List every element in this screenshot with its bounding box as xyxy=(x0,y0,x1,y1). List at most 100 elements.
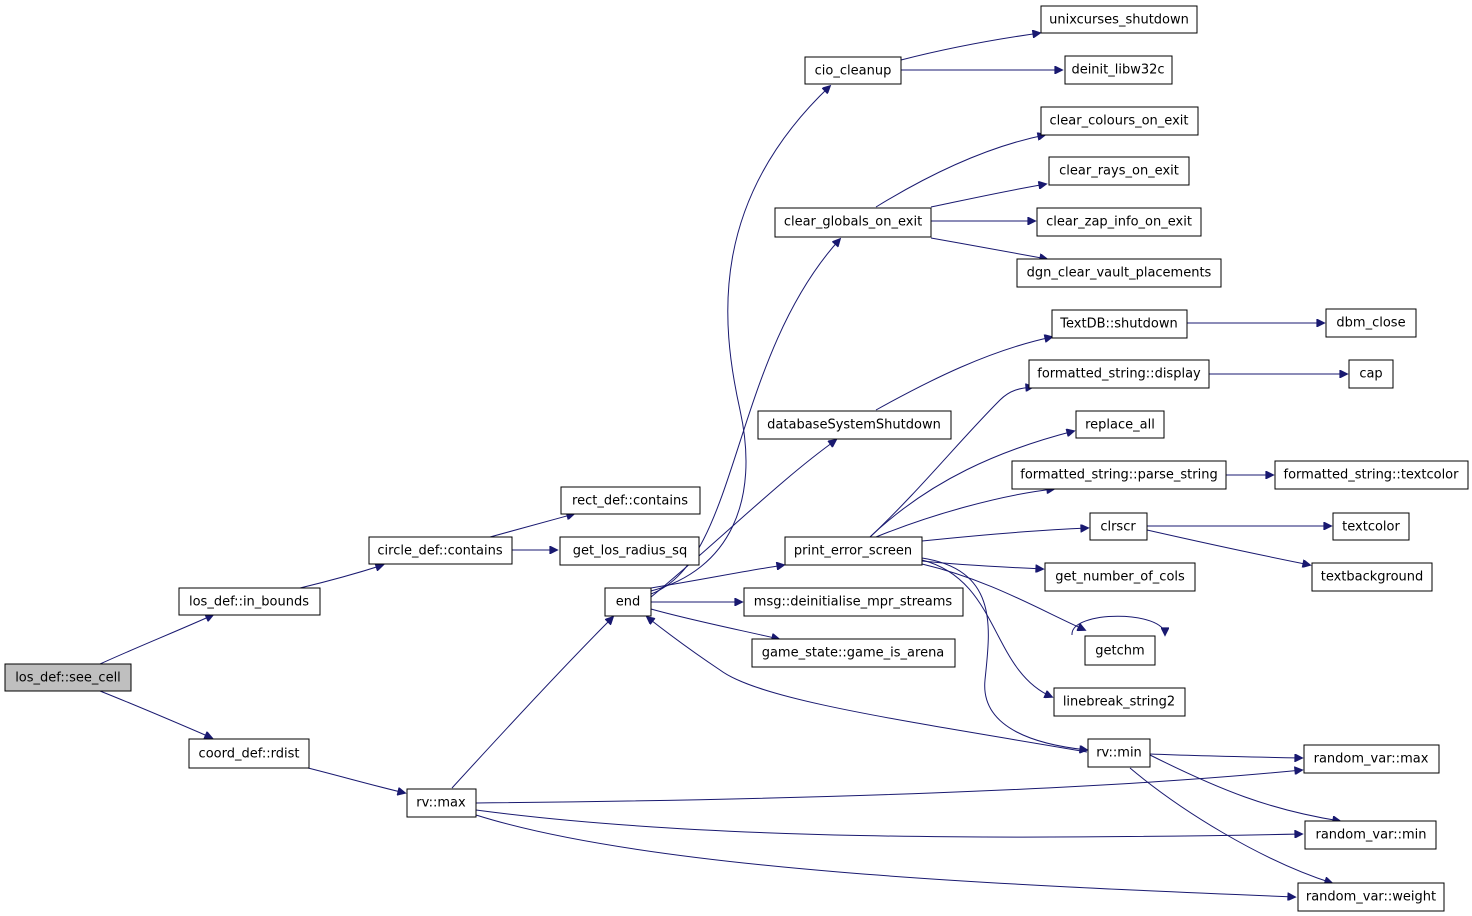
edge-cio-cleanup-to-unixcurses-shutdown xyxy=(900,33,1040,61)
svg-text:rv::max: rv::max xyxy=(416,796,466,811)
node-dbm-close[interactable]: dbm_close xyxy=(1325,308,1417,338)
svg-text:textcolor: textcolor xyxy=(1342,520,1400,535)
node-los-def-in-bounds[interactable]: los_def::in_bounds xyxy=(178,587,321,616)
node-random-var-max[interactable]: random_var::max xyxy=(1303,744,1440,774)
node-rv-max[interactable]: rv::max xyxy=(406,788,477,818)
svg-text:unixcurses_shutdown: unixcurses_shutdown xyxy=(1049,13,1189,28)
node-rect-def-contains[interactable]: rect_def::contains xyxy=(560,486,701,515)
svg-text:TextDB::shutdown: TextDB::shutdown xyxy=(1059,317,1177,332)
node-clear-zap-info-on-exit[interactable]: clear_zap_info_on_exit xyxy=(1036,207,1202,237)
edge-print-error-to-fs-display xyxy=(869,387,1033,538)
svg-text:rv::min: rv::min xyxy=(1096,746,1142,761)
node-clear-globals-on-exit[interactable]: clear_globals_on_exit xyxy=(774,207,932,238)
svg-text:clear_zap_info_on_exit: clear_zap_info_on_exit xyxy=(1046,215,1192,230)
svg-text:msg::deinitialise_mpr_streams: msg::deinitialise_mpr_streams xyxy=(754,595,953,610)
node-end[interactable]: end xyxy=(604,587,652,617)
edge-circle-contains-to-rect-contains xyxy=(489,514,574,538)
edge-in-bounds-to-circle-contains xyxy=(299,565,383,589)
edge-clear-globals-to-clear-colours xyxy=(875,135,1045,208)
node-random-var-weight[interactable]: random_var::weight xyxy=(1297,882,1445,912)
edge-rv-min-to-end xyxy=(647,617,1088,753)
node-coord-def-rdist[interactable]: coord_def::rdist xyxy=(188,738,310,769)
node-clear-rays-on-exit[interactable]: clear_rays_on_exit xyxy=(1048,156,1190,186)
svg-text:coord_def::rdist: coord_def::rdist xyxy=(199,747,300,762)
edge-print-error-to-rv-min xyxy=(921,557,1087,750)
svg-text:get_number_of_cols: get_number_of_cols xyxy=(1055,570,1185,585)
node-game-state-game-is-arena[interactable]: game_state::game_is_arena xyxy=(751,638,956,668)
edge-clear-globals-to-dgn-clear-vault xyxy=(930,237,1047,259)
edge-rv-max-to-random-var-max xyxy=(475,770,1302,804)
node-print-error-screen[interactable]: print_error_screen xyxy=(784,536,923,566)
node-cap[interactable]: cap xyxy=(1348,359,1394,389)
svg-text:rect_def::contains: rect_def::contains xyxy=(572,494,688,509)
node-formatted-string-parse-string[interactable]: formatted_string::parse_string xyxy=(1011,460,1227,490)
node-msg-deinitialise-mpr-streams[interactable]: msg::deinitialise_mpr_streams xyxy=(743,587,964,617)
node-linebreak-string2[interactable]: linebreak_string2 xyxy=(1053,687,1186,717)
edge-rv-min-to-random-var-weight xyxy=(1129,767,1332,883)
svg-text:los_def::in_bounds: los_def::in_bounds xyxy=(189,595,309,610)
edge-database-shutdown-to-textdb-shutdown xyxy=(875,337,1052,411)
svg-text:random_var::weight: random_var::weight xyxy=(1306,890,1436,905)
svg-text:random_var::max: random_var::max xyxy=(1314,752,1429,767)
node-textdb-shutdown[interactable]: TextDB::shutdown xyxy=(1051,309,1188,339)
svg-text:circle_def::contains: circle_def::contains xyxy=(377,544,502,559)
svg-text:dgn_clear_vault_placements: dgn_clear_vault_placements xyxy=(1027,266,1212,281)
svg-text:formatted_string::display: formatted_string::display xyxy=(1037,367,1201,382)
svg-text:cio_cleanup: cio_cleanup xyxy=(815,64,892,79)
svg-text:clear_globals_on_exit: clear_globals_on_exit xyxy=(784,215,922,230)
node-clrscr[interactable]: clrscr xyxy=(1089,512,1148,541)
svg-text:game_state::game_is_arena: game_state::game_is_arena xyxy=(762,646,945,661)
node-database-system-shutdown[interactable]: databaseSystemShutdown xyxy=(757,410,952,440)
edge-end-to-game-is-arena xyxy=(650,608,779,639)
edge-clear-globals-to-clear-rays xyxy=(930,184,1046,208)
edge-print-error-to-get-number-of-cols xyxy=(921,560,1043,569)
node-textcolor[interactable]: textcolor xyxy=(1332,512,1410,541)
node-dgn-clear-vault-placements[interactable]: dgn_clear_vault_placements xyxy=(1016,258,1222,288)
node-circle-def-contains[interactable]: circle_def::contains xyxy=(368,536,513,565)
svg-text:random_var::min: random_var::min xyxy=(1316,828,1427,843)
svg-text:textbackground: textbackground xyxy=(1321,570,1424,585)
node-cio-cleanup[interactable]: cio_cleanup xyxy=(804,56,902,85)
node-clear-colours-on-exit[interactable]: clear_colours_on_exit xyxy=(1040,106,1199,136)
node-deinit-libw32c[interactable]: deinit_libw32c xyxy=(1064,55,1173,85)
edge-print-error-to-fs-parse-string xyxy=(875,489,1054,538)
svg-text:clrscr: clrscr xyxy=(1100,520,1136,535)
node-textbackground[interactable]: textbackground xyxy=(1311,562,1433,592)
edge-print-error-to-clrscr xyxy=(921,528,1088,542)
edge-clrscr-to-textbackground xyxy=(1146,529,1310,565)
nodes: los_def::see_cell los_def::in_bounds coo… xyxy=(4,5,1469,912)
node-getchm[interactable]: getchm xyxy=(1084,635,1156,666)
svg-text:linebreak_string2: linebreak_string2 xyxy=(1063,695,1175,710)
svg-text:databaseSystemShutdown: databaseSystemShutdown xyxy=(767,418,941,433)
edge-rdist-to-rv-max xyxy=(307,767,405,793)
edge-rv-max-to-random-var-min xyxy=(475,809,1302,837)
svg-text:clear_rays_on_exit: clear_rays_on_exit xyxy=(1059,164,1179,179)
edge-print-error-to-linebreak-string2 xyxy=(921,559,1052,697)
svg-text:formatted_string::parse_string: formatted_string::parse_string xyxy=(1020,468,1217,483)
node-get-number-of-cols[interactable]: get_number_of_cols xyxy=(1044,562,1196,592)
edge-end-to-database-system-shutdown xyxy=(650,440,836,598)
svg-text:print_error_screen: print_error_screen xyxy=(794,544,912,559)
edge-print-error-to-replace-all xyxy=(869,431,1074,538)
svg-text:get_los_radius_sq: get_los_radius_sq xyxy=(573,544,687,559)
node-get-los-radius-sq[interactable]: get_los_radius_sq xyxy=(559,536,700,566)
node-formatted-string-display[interactable]: formatted_string::display xyxy=(1028,359,1210,389)
edge-rv-min-to-random-var-min xyxy=(1149,754,1340,821)
edge-print-error-to-getchm xyxy=(921,563,1085,630)
node-random-var-min[interactable]: random_var::min xyxy=(1304,820,1437,850)
node-replace-all[interactable]: replace_all xyxy=(1075,410,1165,439)
edge-end-to-print-error-screen xyxy=(650,565,784,589)
svg-text:cap: cap xyxy=(1359,367,1382,382)
edge-getchm-self-loop xyxy=(1071,615,1165,635)
edge-rv-min-to-random-var-max xyxy=(1149,753,1302,758)
edge-see-cell-to-rdist xyxy=(99,690,212,738)
edge-see-cell-to-in-bounds xyxy=(99,615,213,665)
node-formatted-string-textcolor[interactable]: formatted_string::textcolor xyxy=(1274,460,1469,490)
svg-text:getchm: getchm xyxy=(1095,644,1144,659)
node-los-def-see-cell[interactable]: los_def::see_cell xyxy=(4,663,132,692)
node-rv-min[interactable]: rv::min xyxy=(1087,738,1151,768)
edge-rv-max-to-end xyxy=(451,617,613,789)
node-unixcurses-shutdown[interactable]: unixcurses_shutdown xyxy=(1040,5,1198,34)
svg-text:dbm_close: dbm_close xyxy=(1336,316,1405,331)
